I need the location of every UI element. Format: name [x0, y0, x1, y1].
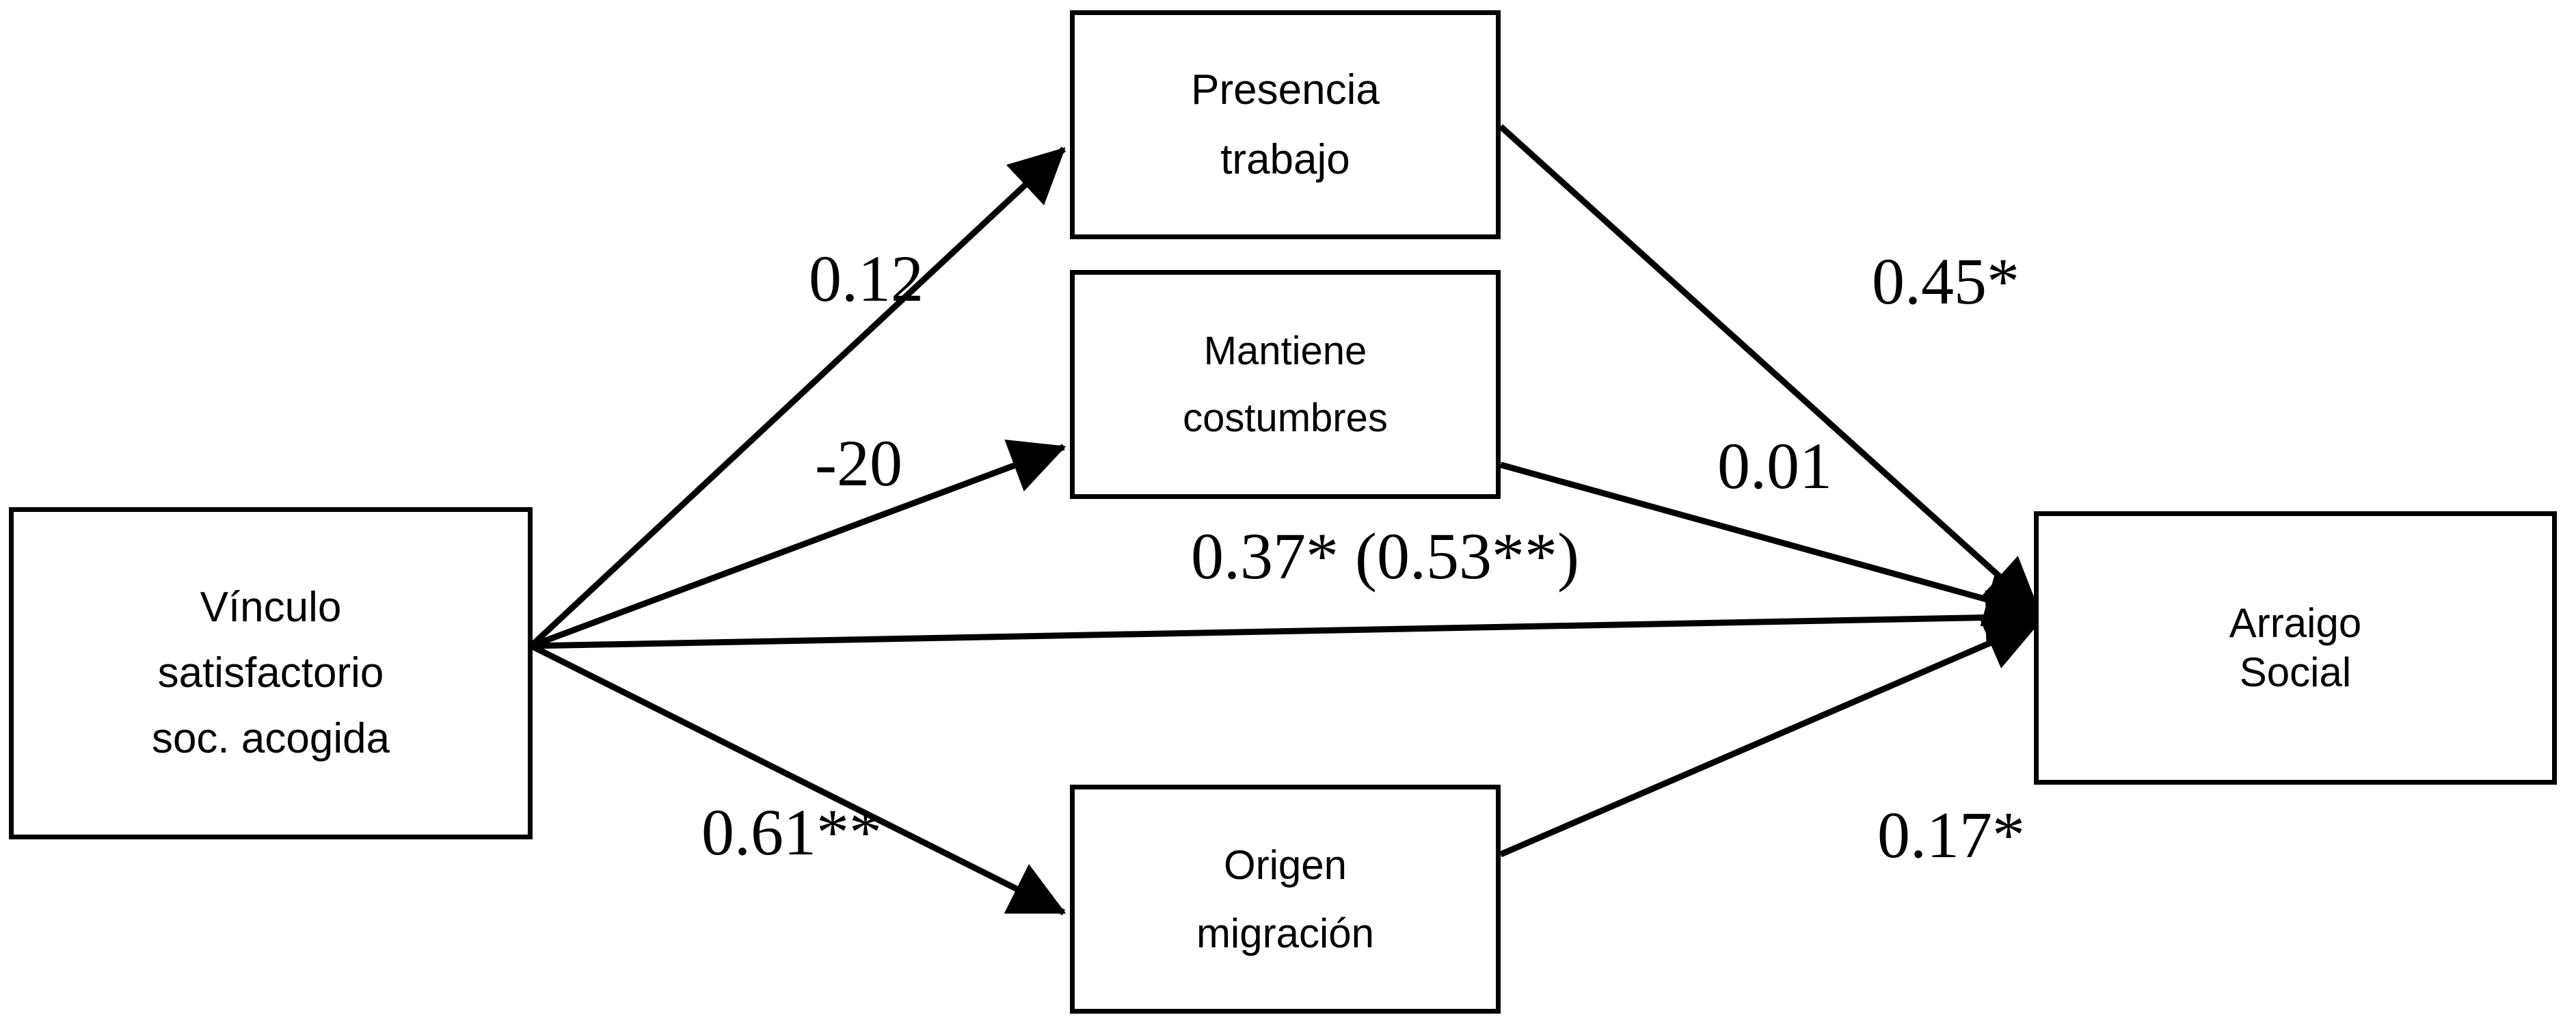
edge-label-vinculo-to-origen: 0.61** — [701, 796, 882, 869]
node-vinculo-satisfactorio-soc-acogida[interactable]: Vínculo satisfactorio soc. acogida — [9, 507, 533, 839]
node-origen-line-1: Origen — [1223, 841, 1347, 888]
node-mantiene-line-2: costumbres — [1183, 395, 1388, 440]
edge-label-presencia-to-arraigo: 0.45* — [1872, 245, 2020, 318]
node-mantiene-costumbres[interactable]: Mantiene costumbres — [1070, 270, 1501, 499]
edge-label-vinculo-to-arraigo: 0.37* (0.53**) — [1191, 519, 1579, 593]
node-presencia-line-1: Presencia — [1191, 66, 1380, 113]
node-origen-line-2: migración — [1196, 910, 1375, 956]
edge-origen-to-arraigo — [1499, 617, 2041, 858]
edge-vinculo-to-origen — [529, 642, 1066, 916]
edge-label-vinculo-to-presencia: 0.12 — [809, 242, 924, 315]
node-origen-migracion[interactable]: Origen migración — [1070, 785, 1501, 1014]
node-vinculo-line-3: soc. acogida — [151, 715, 390, 762]
edge-label-mantiene-to-arraigo: 0.01 — [1717, 429, 1832, 502]
node-mantiene-line-1: Mantiene — [1203, 328, 1367, 373]
edge-vinculo-to-presencia — [528, 146, 1066, 649]
node-arraigo-line-2: Social — [2239, 649, 2352, 695]
node-presencia-trabajo[interactable]: Presencia trabajo — [1070, 10, 1501, 239]
node-arraigo-social[interactable]: Arraigo Social — [2034, 511, 2557, 785]
node-arraigo-line-1: Arraigo — [2229, 600, 2362, 646]
node-vinculo-line-2: satisfactorio — [157, 649, 384, 696]
node-vinculo-line-1: Vínculo — [200, 584, 342, 631]
edge-mantiene-to-arraigo — [1499, 461, 2041, 627]
edge-vinculo-to-arraigo — [531, 590, 2041, 649]
edge-presencia-to-arraigo — [1498, 124, 2041, 614]
edge-vinculo-to-mantiene — [530, 439, 1066, 649]
node-presencia-line-2: trabajo — [1220, 135, 1350, 183]
edge-label-vinculo-to-mantiene: -20 — [815, 427, 902, 500]
edge-label-origen-to-arraigo: 0.17* — [1877, 798, 2025, 871]
